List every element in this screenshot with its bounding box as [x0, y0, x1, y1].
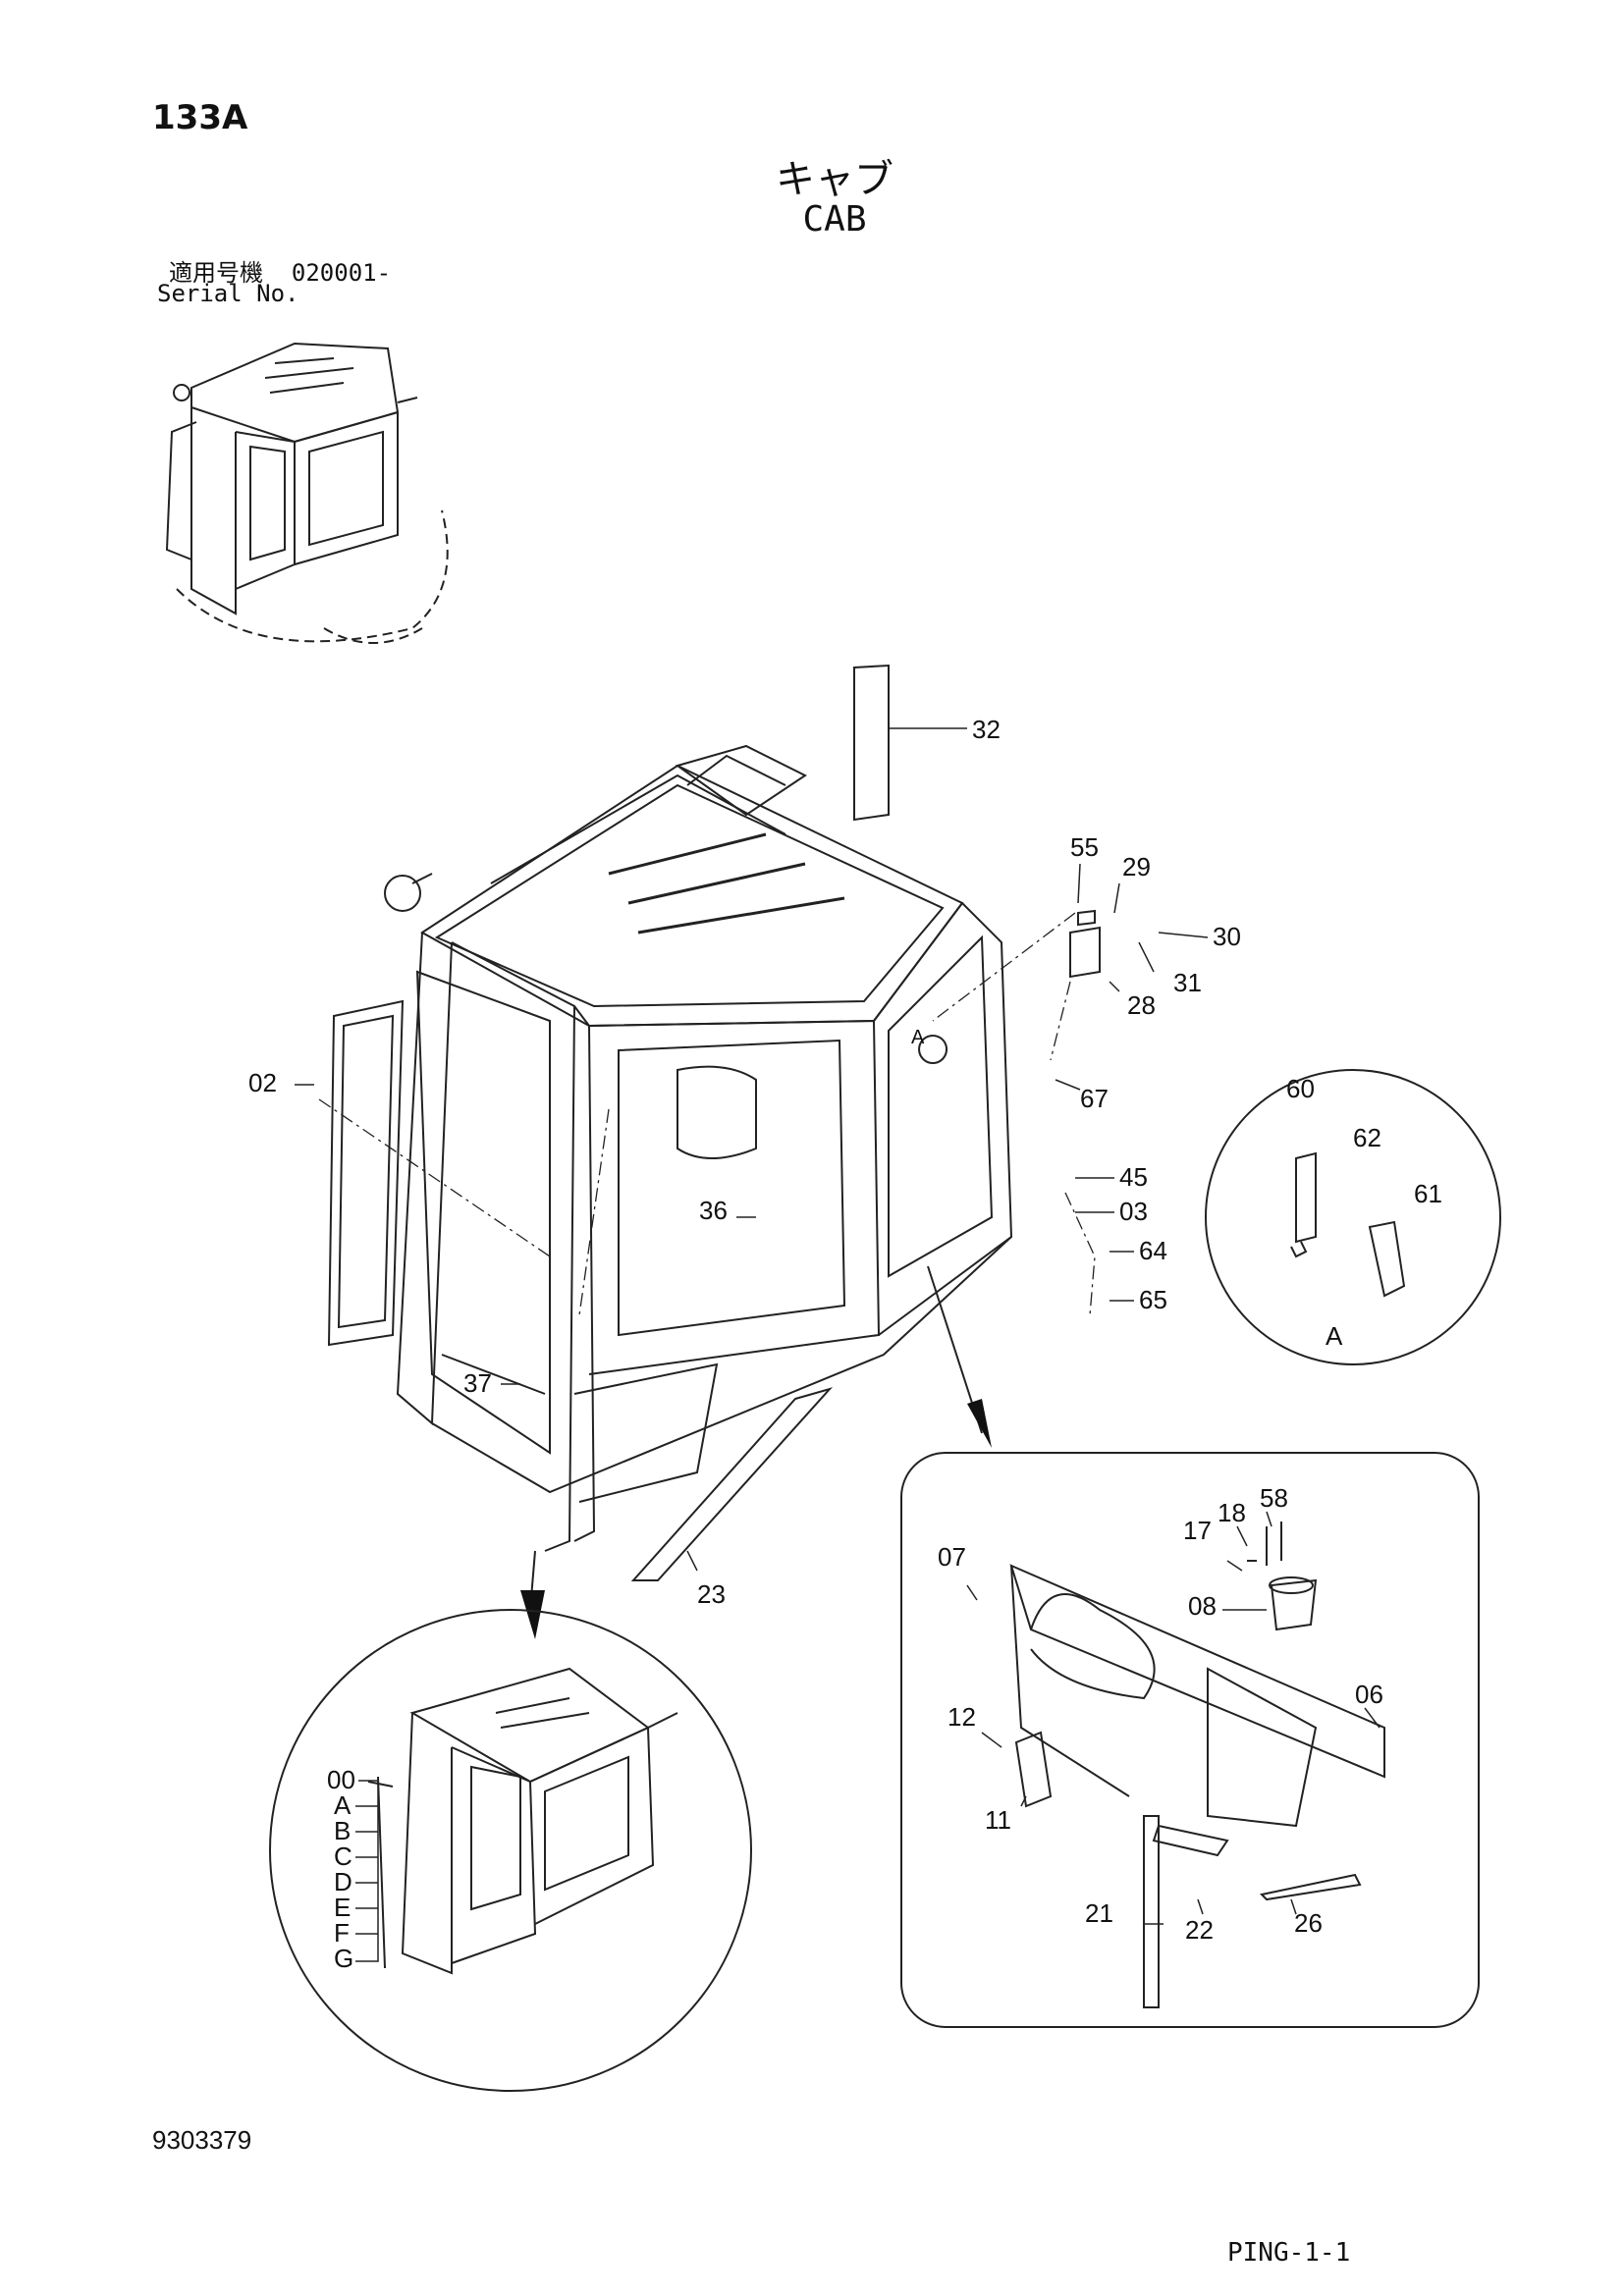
serial-value: 020001- [291, 259, 392, 287]
detail-a-circle [918, 1035, 1501, 1365]
panel-callout-leaders [966, 1511, 1380, 1925]
variant-a: A [334, 1790, 352, 1820]
main-leader-lines [318, 912, 1096, 1316]
main-cab-frame [327, 664, 1406, 1581]
callout-61: 61 [1414, 1179, 1442, 1208]
callout-11: 11 [985, 1805, 1011, 1835]
callout-07: 07 [938, 1542, 966, 1572]
variant-bracket [355, 1780, 379, 1962]
callout-03: 03 [1119, 1197, 1148, 1226]
callout-leaders [295, 727, 1209, 1572]
panel-callouts: 58 18 17 07 08 06 12 11 22 21 26 [938, 1483, 1383, 1945]
detail-a-callouts: 60 62 61 A [1286, 1074, 1442, 1351]
callout-62: 62 [1353, 1123, 1381, 1152]
detail-a-caption: A [1326, 1321, 1343, 1351]
callout-22: 22 [1185, 1915, 1214, 1945]
callout-37: 37 [463, 1368, 492, 1398]
serial-label-english: Serial No. [157, 280, 299, 307]
assembly-detail-circle [269, 1609, 752, 2092]
callout-36: 36 [699, 1196, 728, 1225]
callout-58: 58 [1260, 1483, 1288, 1513]
title-english: CAB [802, 199, 867, 240]
callout-18: 18 [1218, 1498, 1246, 1527]
variant-f: F [334, 1918, 350, 1948]
variant-g: G [334, 1944, 353, 1973]
callout-21: 21 [1085, 1898, 1113, 1928]
variant-e: E [334, 1893, 351, 1922]
callout-23: 23 [697, 1579, 726, 1609]
callout-28: 28 [1127, 990, 1156, 1020]
variant-d: D [334, 1867, 352, 1896]
callout-12: 12 [947, 1702, 976, 1732]
overview-thumbnail [165, 342, 449, 644]
panel-detail-box [900, 1452, 1480, 2028]
main-callouts: 32 55 29 30 31 28 67 02 45 03 36 64 65 3… [248, 715, 1241, 1609]
variant-00: 00 [327, 1765, 355, 1794]
callout-29: 29 [1122, 852, 1151, 881]
variant-c: C [334, 1842, 352, 1871]
callout-26: 26 [1294, 1908, 1323, 1938]
marker-a-label: A [911, 1027, 925, 1048]
callout-30: 30 [1213, 922, 1241, 951]
callout-64: 64 [1139, 1236, 1167, 1265]
callout-06: 06 [1355, 1680, 1383, 1709]
assembly-variants: 00 A B C D E F G [327, 1765, 355, 1973]
document-number: 9303379 [152, 2125, 252, 2155]
callout-17: 17 [1183, 1516, 1212, 1545]
title-japanese: キャブ [776, 157, 893, 202]
callout-60: 60 [1286, 1074, 1315, 1103]
callout-45: 45 [1119, 1162, 1148, 1192]
callout-31: 31 [1173, 968, 1202, 997]
callout-08: 08 [1188, 1591, 1217, 1621]
variant-b: B [334, 1816, 351, 1845]
serial-label-jp-text: 適用号機 [169, 259, 263, 287]
serial-label-japanese: 適用号機 020001- [169, 253, 391, 288]
sheet-code: PING-1-1 [1227, 2238, 1351, 2268]
callout-67: 67 [1080, 1084, 1109, 1113]
callout-32: 32 [972, 715, 1001, 744]
page-number: 133A [152, 98, 248, 137]
callout-55: 55 [1070, 832, 1099, 862]
callout-02: 02 [248, 1068, 277, 1097]
callout-65: 65 [1139, 1285, 1167, 1314]
